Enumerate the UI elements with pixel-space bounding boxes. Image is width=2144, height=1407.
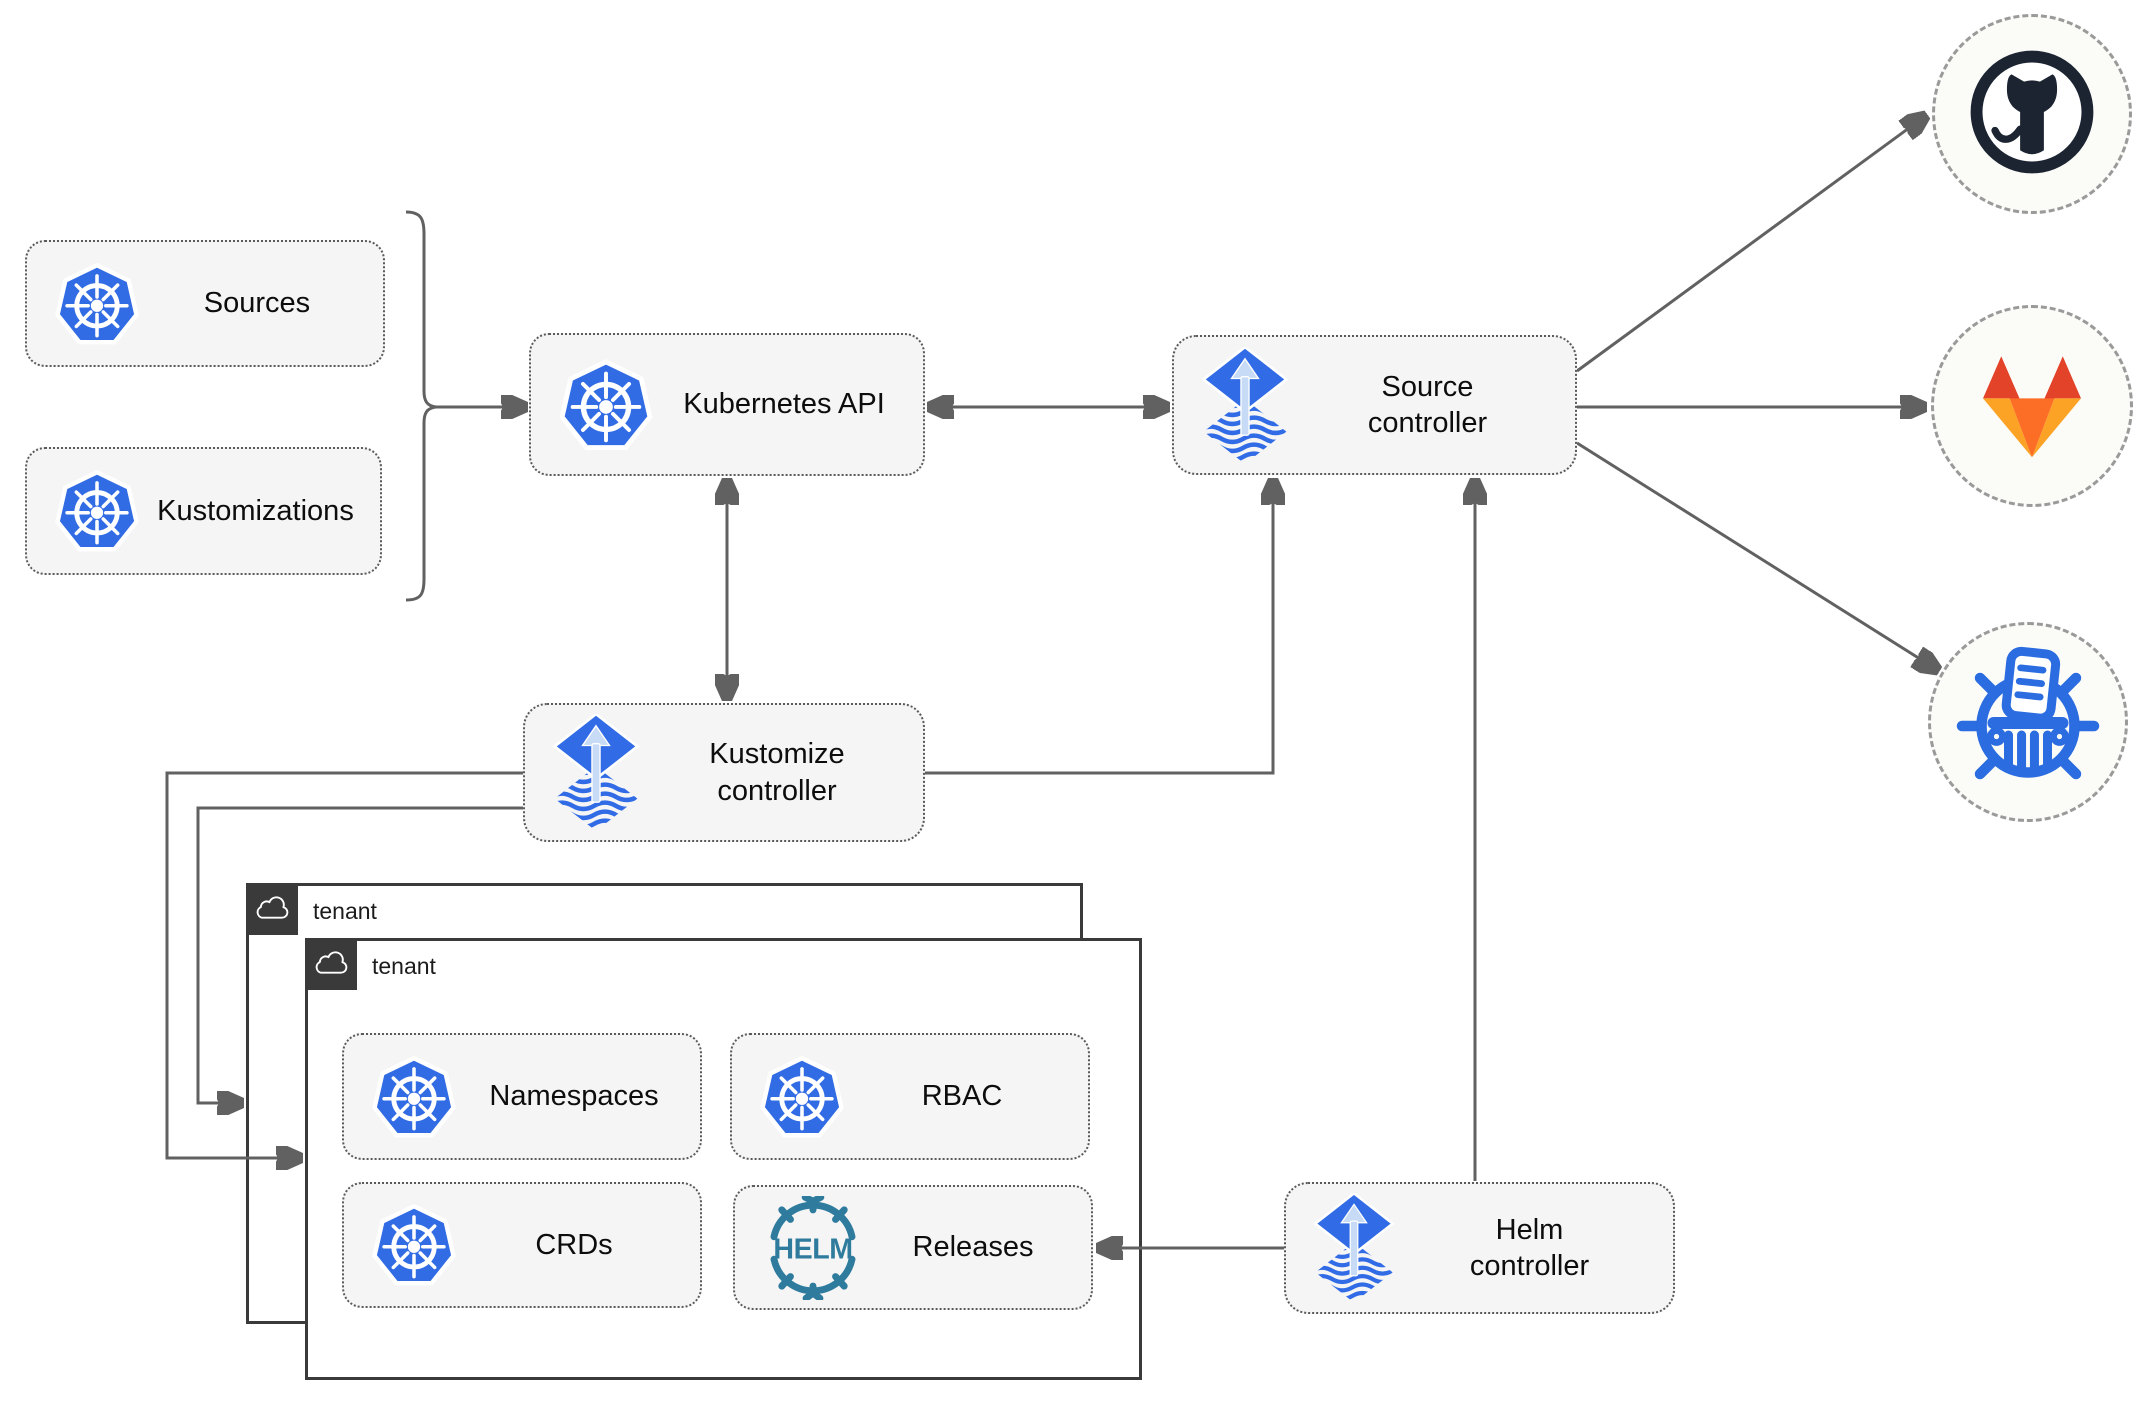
github-icon (1966, 46, 2098, 183)
rbac-box: RBAC (730, 1033, 1090, 1160)
kubernetes-icon (758, 1053, 846, 1141)
helm-icon: HELM (761, 1195, 865, 1300)
sources-box: Sources (25, 240, 385, 367)
releases-label: Releases (912, 1231, 1034, 1264)
kustomizations-label: Kustomizations (157, 494, 354, 527)
releases-box: HELM Releases (733, 1185, 1093, 1310)
cloud-icon (305, 938, 357, 990)
kubernetes-icon (53, 260, 141, 348)
arrow-sourcectrl-to-github (1576, 117, 1924, 373)
flux-icon (1312, 1193, 1396, 1303)
flux-icon (1200, 347, 1290, 464)
chartmuseum-endpoint (1928, 622, 2128, 822)
kustomize-controller-label: Kustomize controller (709, 738, 845, 807)
github-endpoint (1932, 14, 2132, 214)
arrow-kustomizectrl-to-sourcectrl (925, 482, 1273, 775)
helm-controller-box: Helm controller (1284, 1182, 1675, 1314)
crds-label: CRDs (535, 1228, 613, 1261)
tenant-label: tenant (313, 898, 377, 924)
helm-controller-label: Helm controller (1469, 1213, 1590, 1282)
kubernetes-api-box: Kubernetes API (529, 333, 925, 476)
crds-box: CRDs (342, 1182, 702, 1308)
namespaces-label: Namespaces (489, 1080, 659, 1113)
kubernetes-icon (53, 467, 141, 555)
gitlab-icon (1962, 334, 2102, 479)
source-controller-label: Source controller (1367, 370, 1488, 439)
kubernetes-api-label: Kubernetes API (683, 388, 885, 421)
source-controller-box: Source controller (1172, 335, 1577, 475)
arrow-sourcectrl-to-chartmuseum (1576, 441, 1936, 669)
sources-label: Sources (203, 287, 311, 320)
kubernetes-icon (370, 1053, 458, 1141)
kustomizations-box: Kustomizations (25, 447, 382, 575)
flux-icon (551, 714, 641, 831)
kustomize-controller-box: Kustomize controller (523, 703, 925, 842)
chartmuseum-icon (1953, 645, 2103, 800)
kubernetes-icon (370, 1201, 458, 1289)
kubernetes-icon (557, 356, 655, 454)
tenant-label: tenant (372, 953, 436, 979)
bracket-sources-group (405, 210, 437, 602)
gitlab-endpoint (1931, 305, 2133, 507)
rbac-label: RBAC (921, 1080, 1003, 1113)
cloud-icon (246, 883, 298, 935)
helm-wordmark: HELM (773, 1233, 852, 1265)
namespaces-box: Namespaces (342, 1033, 702, 1160)
